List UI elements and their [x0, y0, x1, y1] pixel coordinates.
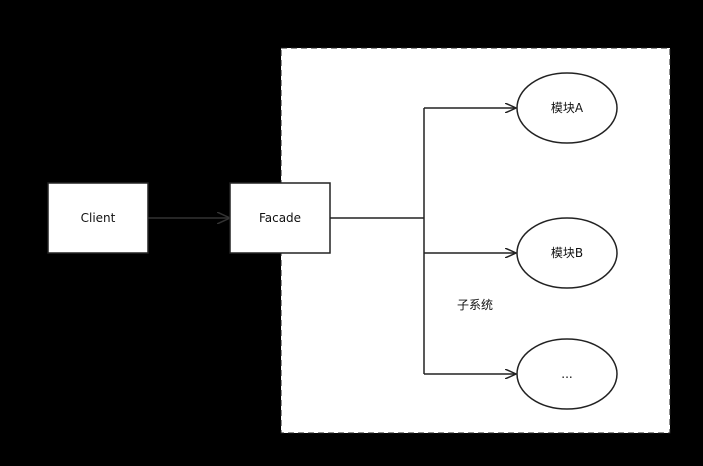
module-a-label: 模块A	[551, 101, 584, 115]
module-a-ellipse	[516, 72, 618, 144]
facade-box	[229, 182, 331, 254]
client-box	[47, 182, 149, 254]
module-more-ellipse	[516, 338, 618, 410]
facade-label: Facade	[259, 211, 301, 225]
module-more-label: ...	[561, 367, 572, 381]
module-b-ellipse	[516, 217, 618, 289]
module-b-label: 模块B	[551, 246, 583, 260]
subsystem-label: 子系统	[457, 298, 493, 312]
client-label: Client	[81, 211, 116, 225]
